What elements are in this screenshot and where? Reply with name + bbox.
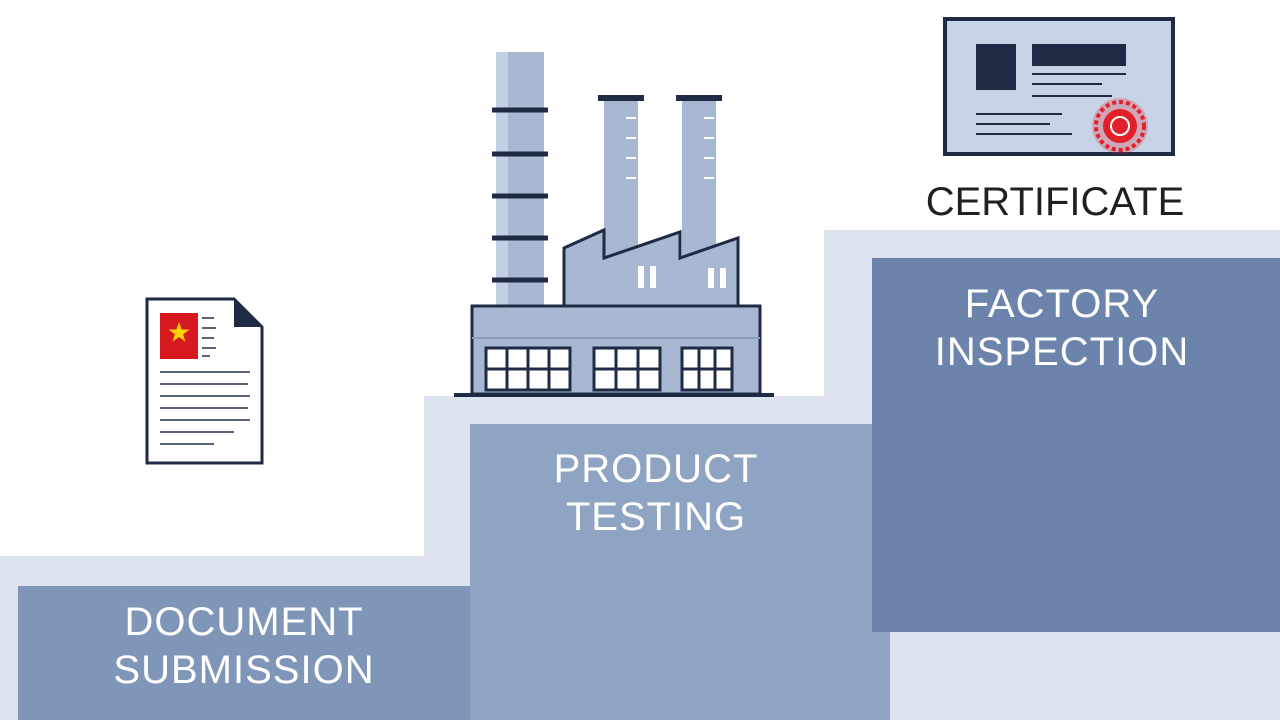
certificate-label: CERTIFICATE	[925, 180, 1185, 224]
step-product-testing	[470, 424, 890, 720]
step-3-line-2: INSPECTION	[934, 330, 1190, 374]
certificate-with-seal-icon	[943, 17, 1175, 156]
step-1-line-1: DOCUMENT	[124, 600, 364, 644]
step-3-label: FACTORY INSPECTION	[858, 280, 1266, 376]
step-2-label: PRODUCT TESTING	[450, 445, 862, 541]
step-2-line-1: PRODUCT	[553, 447, 759, 491]
step-1-label: DOCUMENT SUBMISSION	[18, 598, 470, 694]
seal-icon	[1092, 98, 1148, 154]
step-1-line-2: SUBMISSION	[113, 648, 375, 692]
step-document-submission	[18, 586, 470, 720]
factory-icon	[454, 52, 774, 397]
step-2-line-2: TESTING	[565, 495, 747, 539]
document-with-flag-icon	[145, 297, 264, 465]
step-factory-inspection	[872, 258, 1280, 632]
step-3-line-1: FACTORY	[964, 282, 1160, 326]
